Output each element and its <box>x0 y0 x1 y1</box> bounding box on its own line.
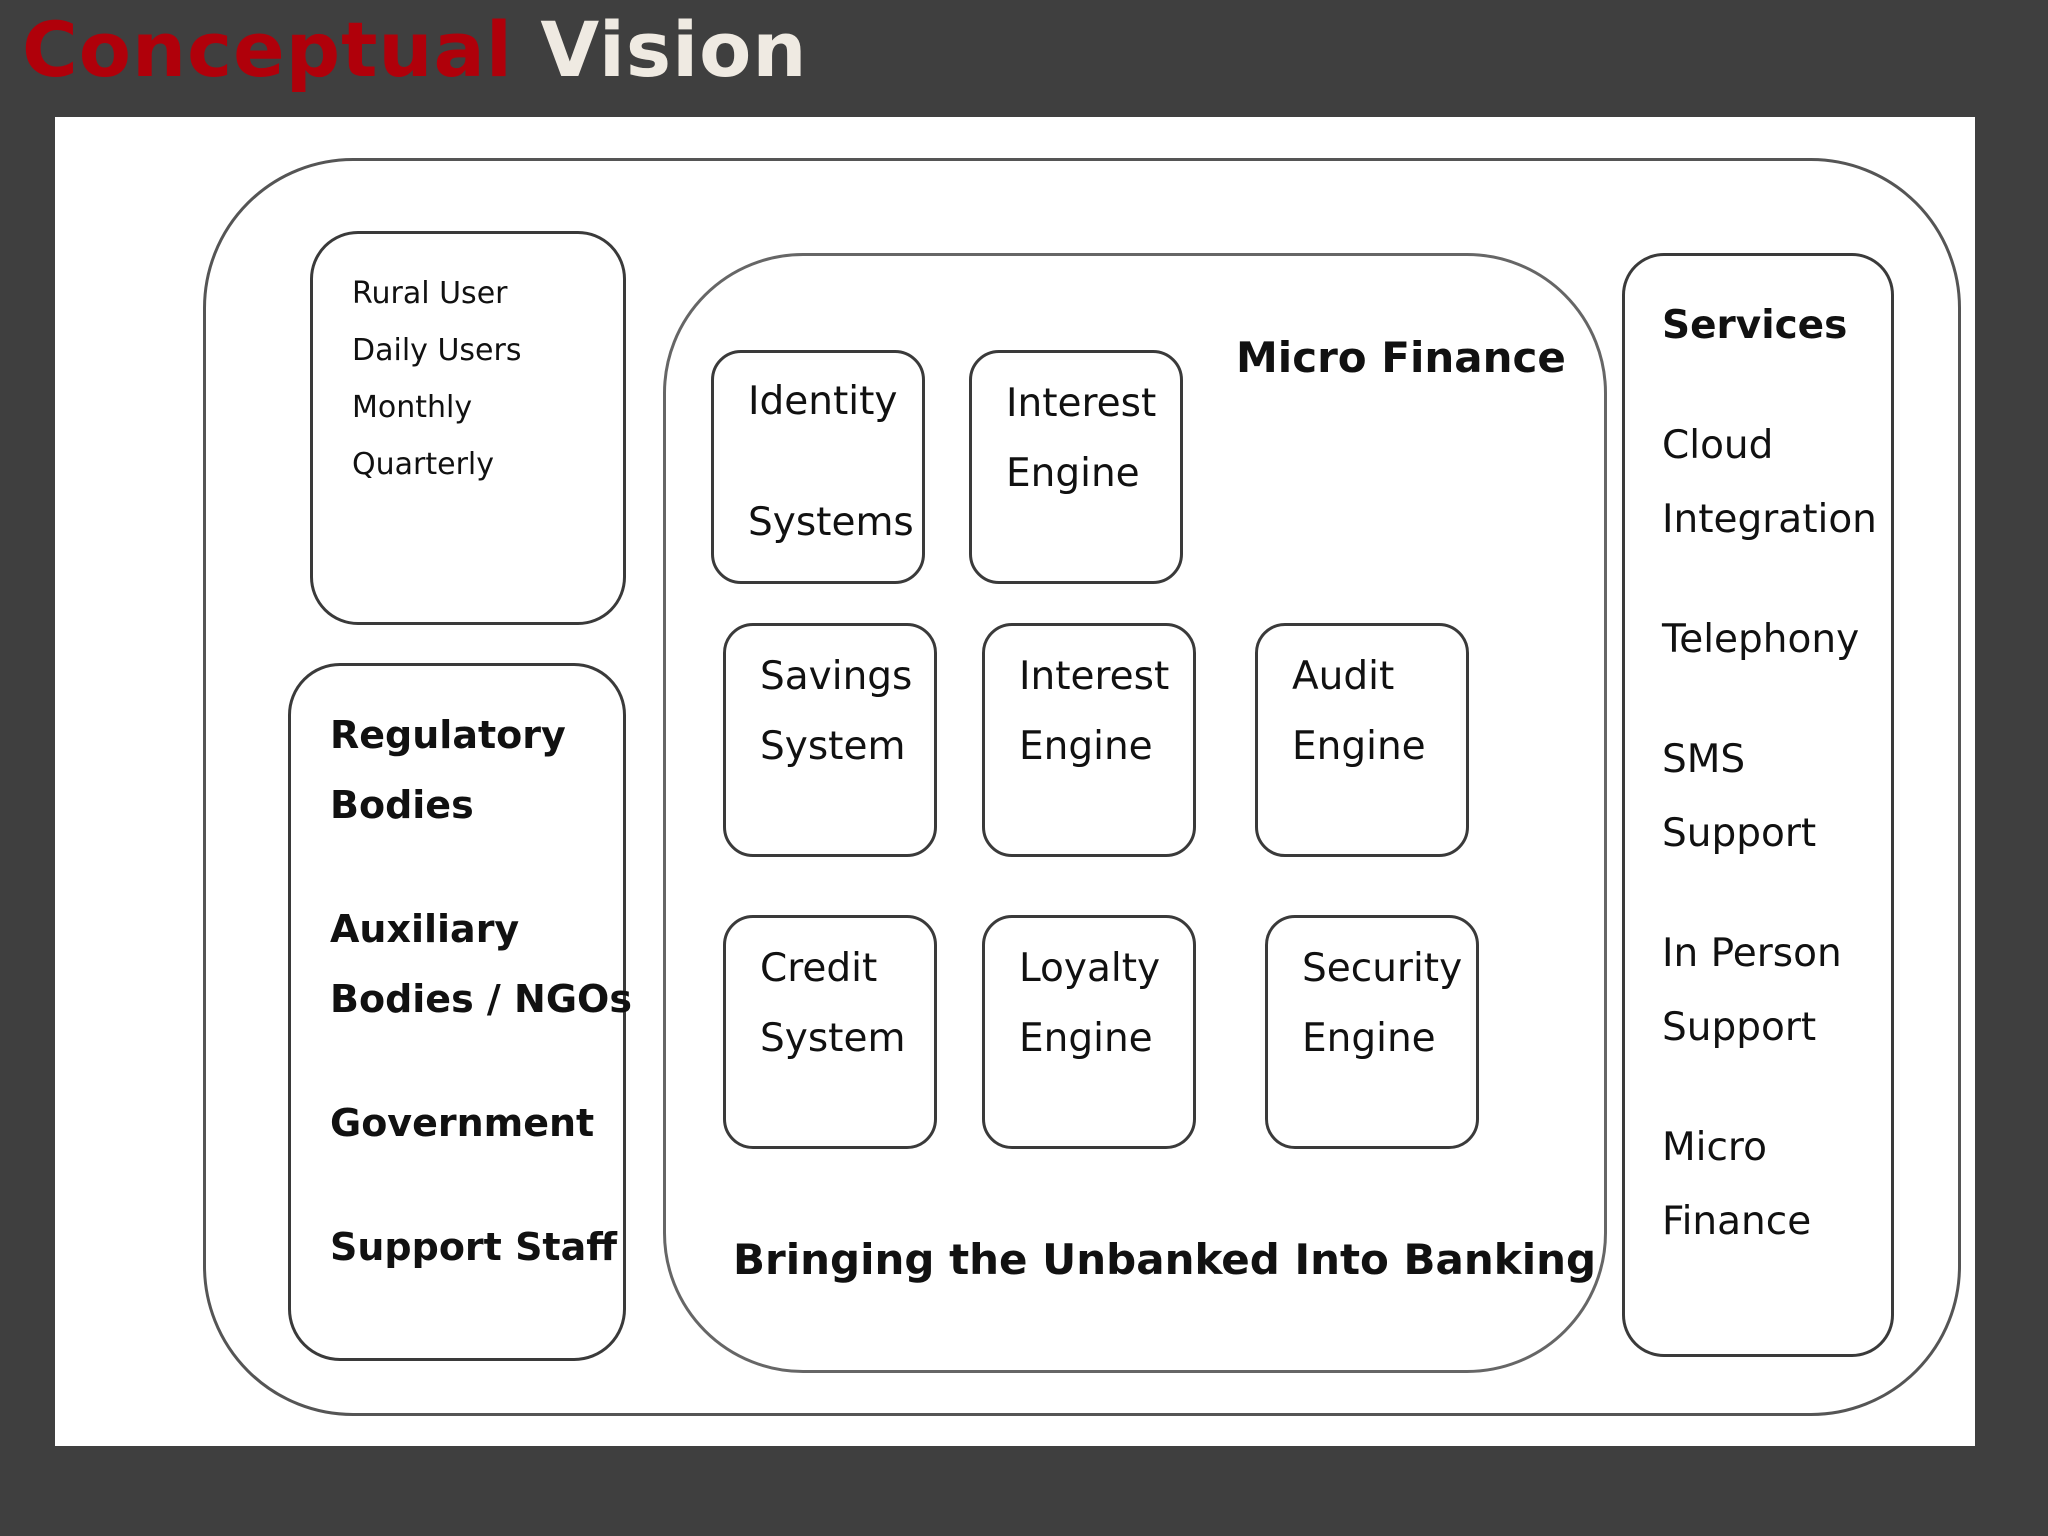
credit-system-module: Credit System <box>723 915 937 1149</box>
service-line-1: In Person <box>1662 931 1842 976</box>
identity-systems-module: Identity Systems <box>711 350 925 584</box>
module-label-line-1: Credit <box>760 946 878 991</box>
module-label-line-2: Engine <box>1019 1016 1153 1061</box>
module-label-line-1: Interest <box>1006 381 1157 426</box>
services-title: Services <box>1662 303 1848 348</box>
service-cloud-integration: Cloud Integration <box>1662 409 1877 557</box>
service-telephony: Telephony <box>1662 617 1860 662</box>
slide-title-part1: Conceptual <box>22 5 513 94</box>
service-in-person-support: In Person Support <box>1662 917 1877 1065</box>
service-line-1: SMS <box>1662 737 1746 782</box>
bodies-box <box>288 663 626 1361</box>
service-line-2: Support <box>1662 811 1817 856</box>
micro-finance-title: Micro Finance <box>1236 333 1566 382</box>
module-label-line-1: Identity <box>748 379 898 424</box>
interest-engine-module-top: Interest Engine <box>969 350 1183 584</box>
module-label-line-1: Security <box>1302 946 1463 991</box>
service-line-2: Integration <box>1662 497 1877 542</box>
service-sms-support: SMS Support <box>1662 723 1877 871</box>
regulatory-bodies-label: Regulatory Bodies <box>330 700 632 840</box>
user-type-item: Monthly <box>352 390 473 425</box>
auxiliary-bodies-label: Auxiliary Bodies / NGOs <box>330 894 632 1034</box>
users-box <box>310 231 626 625</box>
module-label-line-2: Engine <box>1019 724 1153 769</box>
user-type-item: Daily Users <box>352 333 522 368</box>
government-label: Government <box>330 1101 595 1145</box>
service-line-2: Support <box>1662 1005 1817 1050</box>
service-line-1: Micro <box>1662 1125 1767 1170</box>
diagram-canvas: Rural User Daily Users Monthly Quarterly… <box>55 117 1975 1446</box>
slide-title: Conceptual Vision <box>22 12 807 88</box>
bodies-list: Regulatory Bodies Auxiliary Bodies / NGO… <box>330 700 632 1282</box>
module-label-line-2: Systems <box>748 500 914 545</box>
module-label-line-1: Audit <box>1292 654 1395 699</box>
regulatory-line-2: Bodies <box>330 783 474 827</box>
service-line-2: Finance <box>1662 1199 1812 1244</box>
service-line-1: Cloud <box>1662 423 1774 468</box>
audit-engine-module: Audit Engine <box>1255 623 1469 857</box>
services-box <box>1622 253 1894 1357</box>
service-micro-finance: Micro Finance <box>1662 1111 1877 1259</box>
users-list: Rural User Daily Users Monthly Quarterly <box>352 265 521 493</box>
module-label-line-1: Loyalty <box>1019 946 1161 991</box>
user-type-item: Rural User <box>352 276 508 311</box>
interest-engine-module-middle: Interest Engine <box>982 623 1196 857</box>
user-type-item: Quarterly <box>352 447 494 482</box>
regulatory-line-1: Regulatory <box>330 713 566 757</box>
module-label-line-2: System <box>760 1016 906 1061</box>
support-staff-label: Support Staff <box>330 1225 618 1269</box>
loyalty-engine-module: Loyalty Engine <box>982 915 1196 1149</box>
module-label-line-1: Savings <box>760 654 913 699</box>
module-label-line-1: Interest <box>1019 654 1170 699</box>
outer-ecosystem-box <box>203 158 1961 1416</box>
module-label-line-2: System <box>760 724 906 769</box>
micro-finance-tagline: Bringing the Unbanked Into Banking <box>733 1235 1597 1284</box>
security-engine-module: Security Engine <box>1265 915 1479 1149</box>
services-list: Services Cloud Integration Telephony SMS… <box>1662 289 1877 1259</box>
slide-title-part2: Vision <box>540 5 808 94</box>
module-label-line-2: Engine <box>1006 451 1140 496</box>
micro-finance-box <box>663 253 1607 1373</box>
auxiliary-line-1: Auxiliary <box>330 907 520 951</box>
auxiliary-line-2: Bodies / NGOs <box>330 977 632 1021</box>
savings-system-module: Savings System <box>723 623 937 857</box>
module-label-line-2: Engine <box>1292 724 1426 769</box>
module-label-line-2: Engine <box>1302 1016 1436 1061</box>
